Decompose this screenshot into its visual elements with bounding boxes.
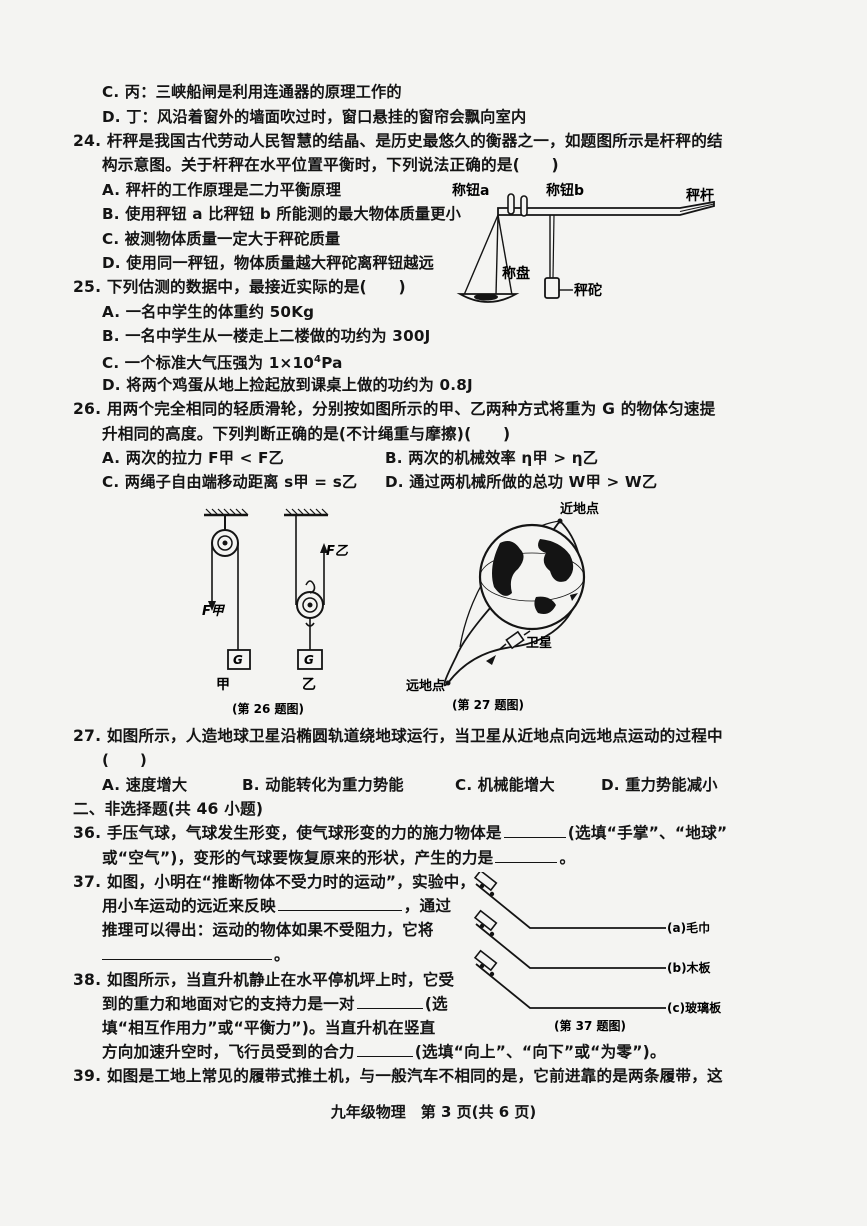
q27-paren: ( )	[102, 751, 148, 769]
q24-stem-line1: 24. 杆秤是我国古代劳动人民智慧的结晶、是历史最悠久的衡器之一，如题图所示是杆…	[73, 132, 723, 150]
q38-blank-1[interactable]	[356, 994, 423, 1009]
q37-line3: 推理可以得出：运动的物体如果不受阻力，它将	[102, 921, 434, 939]
page-footer: 九年级物理 第 3 页(共 6 页)	[330, 1103, 537, 1121]
q24-option-d: D. 使用同一秤钮，物体质量越大秤砣离秤钮越远	[102, 254, 435, 272]
q36-line1: 36. 手压气球，气球发生形变，使气球形变的力的施力物体是(选填“手掌”、“地球…	[73, 823, 728, 842]
figure-37-caption: (第 37 题图)	[554, 1018, 626, 1032]
pulley-yi-label: 乙	[302, 677, 316, 693]
q26-stem-line1: 26. 用两个完全相同的轻质滑轮，分别按如图所示的甲、乙两种方式将重为 G 的物…	[73, 400, 716, 418]
q27-option-b: B. 动能转化为重力势能	[242, 776, 404, 794]
q36-blank-1[interactable]	[503, 823, 566, 838]
q25-option-a: A. 一名中学生的体重约 50Kg	[102, 303, 315, 321]
pulley-jia-force-label: F甲	[202, 604, 226, 619]
q27-option-c: C. 机械能增大	[455, 776, 555, 794]
q24-option-c: C. 被测物体质量一定大于秤砣质量	[102, 230, 341, 248]
pulley-figure: G F甲 甲 G F乙 乙 (第 26 题图)	[202, 508, 349, 716]
pulley-jia-weight-label: G	[233, 653, 243, 667]
steelyard-pan-label: 称盘	[502, 265, 530, 282]
q38-line4: 方向加速升空时，飞行员受到的合力(选填“向上”、“向下”或“为零”)。	[102, 1042, 666, 1061]
figure-26-caption: (第 26 题图)	[232, 701, 304, 716]
steelyard-figure: 称钮a 称钮b 秤杆 称盘 秤砣	[452, 182, 715, 303]
q26-option-c: C. 两绳子自由端移动距离 s甲 = s乙	[102, 473, 358, 491]
ramp-figure: (a)毛巾 (b)木板 (c)玻璃板 (第 37 题图)	[473, 872, 722, 1032]
q37-blank-2[interactable]	[102, 945, 272, 960]
orbit-satellite-label: 卫星	[526, 636, 552, 651]
q24-option-b: B. 使用秤钮 a 比秤钮 b 所能测的最大物体质量更小	[102, 205, 462, 223]
q25-option-d: D. 将两个鸡蛋从地上捡起放到课桌上做的功约为 0.8J	[102, 376, 473, 394]
orbit-perigee-label: 近地点	[560, 501, 599, 517]
q27-stem: 27. 如图所示，人造地球卫星沿椭圆轨道绕地球运行，当卫星从近地点向远地点运动的…	[73, 727, 723, 745]
q27-option-d: D. 重力势能减小	[601, 776, 718, 794]
steelyard-beam-label: 秤杆	[686, 187, 714, 204]
q38-line1: 38. 如图所示，当直升机静止在水平停机坪上时，它受	[73, 971, 455, 989]
pulley-yi-force-label: F乙	[326, 544, 349, 559]
orbit-apogee-label: 远地点	[406, 678, 445, 694]
q23-option-c: C. 丙：三峡船闸是利用连通器的原理工作的	[102, 83, 402, 101]
steelyard-weight-label: 秤砣	[574, 282, 602, 299]
q37-blank-1[interactable]	[277, 896, 402, 911]
q24-option-a: A. 秤杆的工作原理是二力平衡原理	[102, 181, 342, 199]
ramp-a-label: (a)毛巾	[667, 920, 710, 935]
q36-blank-2[interactable]	[495, 848, 558, 863]
ramp-c-label: (c)玻璃板	[667, 1000, 722, 1015]
q37-line1: 37. 如图，小明在“推断物体不受力时的运动”，实验中，	[73, 873, 476, 891]
q25-stem: 25. 下列估测的数据中，最接近实际的是( )	[73, 278, 406, 296]
q27-option-a: A. 速度增大	[102, 776, 188, 794]
ramp-b-label: (b)木板	[667, 960, 712, 975]
q26-option-d: D. 通过两机械所做的总功 W甲 > W乙	[385, 473, 658, 491]
q26-option-b: B. 两次的机械效率 η甲 > η乙	[385, 449, 599, 467]
q37-line2: 用小车运动的远近来反映，通过	[102, 896, 452, 915]
q23-option-d: D. 丁：风沿着窗外的墙面吹过时，窗口悬挂的窗帘会飘向室内	[102, 108, 527, 126]
q37-line4: 。	[102, 945, 290, 965]
q24-stem-line2: 构示意图。关于杆秤在水平位置平衡时，下列说法正确的是( )	[102, 156, 559, 174]
q39-line1: 39. 如图是工地上常见的履带式推土机，与一般汽车不相同的是，它前进靠的是两条履…	[73, 1067, 723, 1085]
steelyard-knob-b-label: 称钮b	[546, 182, 584, 199]
q26-stem-line2: 升相同的高度。下列判断正确的是(不计绳重与摩擦)( )	[102, 425, 511, 443]
q36-line2: 或“空气”)，变形的气球要恢复原来的形状，产生的力是。	[102, 848, 576, 867]
orbit-figure: 近地点 远地点 卫星 (第 27 题图)	[406, 501, 599, 712]
q25-option-b: B. 一名中学生从一楼走上二楼做的功约为 300J	[102, 327, 431, 345]
q25-option-c: C. 一个标准大气压强为 1×104Pa	[102, 354, 343, 373]
q38-line3: 填“相互作用力”或“平衡力”)。当直升机在竖直	[102, 1019, 436, 1037]
figure-27-caption: (第 27 题图)	[452, 697, 524, 712]
q38-blank-2[interactable]	[356, 1042, 413, 1057]
steelyard-knob-a-label: 称钮a	[452, 182, 489, 199]
pulley-jia-label: 甲	[216, 677, 230, 693]
section-2-heading: 二、非选择题(共 46 小题)	[73, 800, 264, 818]
q26-option-a: A. 两次的拉力 F甲 < F乙	[102, 449, 284, 467]
q38-line2: 到的重力和地面对它的支持力是一对(选	[102, 994, 448, 1013]
pulley-yi-weight-label: G	[304, 653, 314, 667]
